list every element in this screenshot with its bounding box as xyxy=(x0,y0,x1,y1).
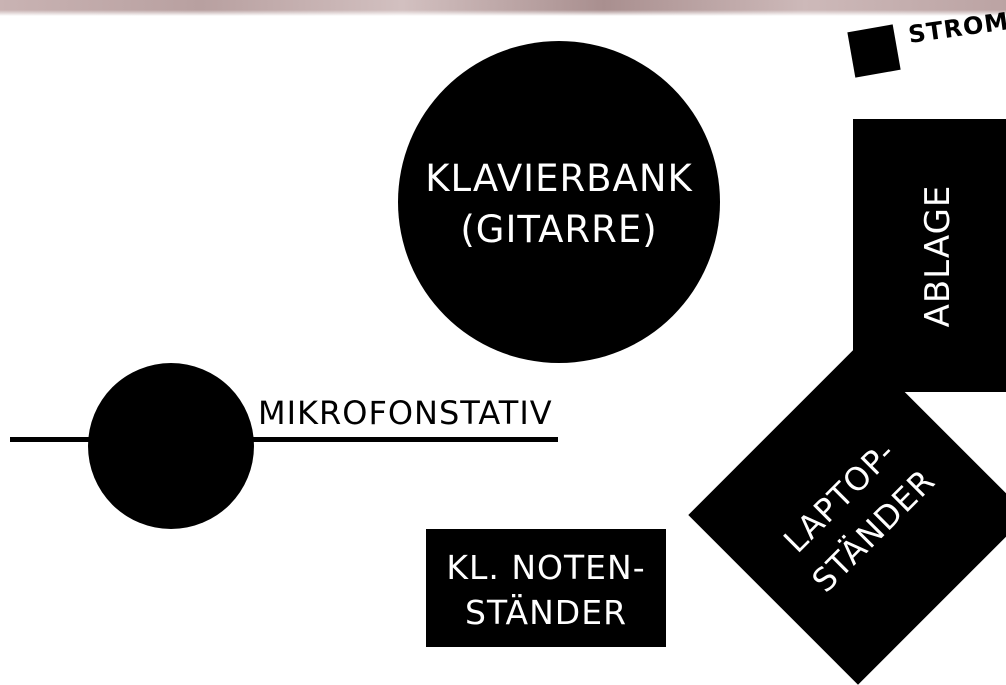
top-edge-band xyxy=(0,0,1006,16)
note-stand-label-line2: STÄNDER xyxy=(465,593,627,632)
shelf-label: ABLAGE xyxy=(918,184,958,327)
shelf-rectangle: ABLAGE xyxy=(853,119,1006,392)
mic-stand-boom-line xyxy=(10,437,558,442)
piano-bench-circle: KLAVIERBANK (GITARRE) xyxy=(398,41,720,363)
note-stand-label: KL. NOTEN- STÄNDER xyxy=(426,545,666,635)
mic-stand-base-circle xyxy=(88,363,254,529)
mic-stand-label: MIKROFONSTATIV xyxy=(258,394,553,432)
piano-bench-label: KLAVIERBANK (GITARRE) xyxy=(398,153,720,255)
power-outlet-square xyxy=(847,24,901,78)
note-stand-label-line1: KL. NOTEN- xyxy=(446,548,646,587)
piano-bench-label-line2: (GITARRE) xyxy=(460,208,658,251)
laptop-stand-diamond: LAPTOP- STÄNDER xyxy=(688,345,1006,685)
note-stand-rectangle: KL. NOTEN- STÄNDER xyxy=(426,529,666,647)
piano-bench-label-line1: KLAVIERBANK xyxy=(425,157,693,200)
laptop-stand-label: LAPTOP- STÄNDER xyxy=(738,395,976,633)
